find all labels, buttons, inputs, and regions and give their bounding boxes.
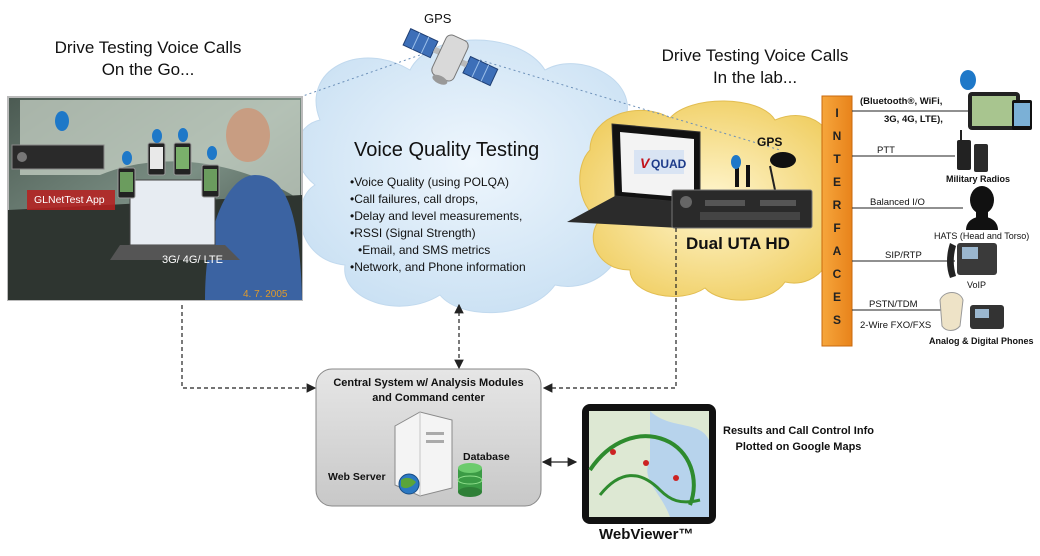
analog-phone-icon <box>939 292 964 331</box>
interfaces-letter: F <box>833 221 841 235</box>
voip-caption: VoIP <box>967 280 987 290</box>
interfaces-letter: R <box>832 198 842 212</box>
web-server-icon <box>394 411 453 497</box>
interface-label-wireless-1: (Bluetooth®, WiFi, <box>860 96 943 107</box>
central-system-title: Central System w/ Analysis Modules and C… <box>316 376 541 406</box>
voice-quality-title: Voice Quality Testing <box>354 139 540 161</box>
interface-label-ptt: PTT <box>877 145 895 156</box>
interfaces-letter: C <box>832 267 842 281</box>
central-title-line1: Central System w/ Analysis Modules <box>333 377 524 389</box>
gps-puck-icon <box>769 152 796 191</box>
voip-phone-icon <box>947 243 997 278</box>
interfaces-letter: E <box>832 175 841 189</box>
voice-quality-bullets: Voice Quality (using POLQA) Call failure… <box>350 174 526 276</box>
results-line1: Results and Call Control Info <box>723 425 874 437</box>
interface-label-sip: SIP/RTP <box>885 250 922 261</box>
gps-link-lab <box>479 59 781 151</box>
database-label: Database <box>463 451 510 463</box>
tablet-icon <box>968 92 1032 130</box>
digital-phone-icon <box>970 305 1004 329</box>
central-title-line2: and Command center <box>372 392 485 404</box>
interface-label-2wire: 2-Wire FXO/FXS <box>860 320 932 331</box>
right-heading-line2: In the lab... <box>712 68 798 87</box>
gps-link-car <box>299 54 421 98</box>
glnettest-app-label: GLNetTest App <box>34 194 105 206</box>
lab-gps-label: GPS <box>757 135 783 149</box>
interfaces-letter: A <box>832 244 842 258</box>
interface-label-pstn: PSTN/TDM <box>869 299 918 310</box>
webviewer-tablet <box>582 404 716 524</box>
dual-uta-device <box>671 155 813 229</box>
svg-text:V: V <box>640 155 651 171</box>
interfaces-letter: E <box>832 290 841 304</box>
webviewer-results-text: Results and Call Control Info Plotted on… <box>723 423 874 455</box>
left-heading-line1: Drive Testing Voice Calls <box>54 38 242 57</box>
bullet-item: Email, and SMS metrics <box>350 242 526 259</box>
bullet-item: Delay and level measurements, <box>350 208 526 225</box>
gps-label-top: GPS <box>424 11 452 26</box>
webviewer-label: WebViewer™ <box>599 526 694 543</box>
photo-date-stamp: 4. 7. 2005 <box>243 289 288 300</box>
bluetooth-icons-car <box>55 111 217 165</box>
left-heading: Drive Testing Voice Calls On the Go... <box>48 37 248 81</box>
interface-lines <box>852 110 968 311</box>
right-heading-line1: Drive Testing Voice Calls <box>661 46 849 65</box>
right-heading: Drive Testing Voice Calls In the lab... <box>655 45 855 89</box>
bullet-item: Voice Quality (using POLQA) <box>350 174 526 191</box>
military-radios-caption: Military Radios <box>946 174 1011 184</box>
database-icon <box>457 463 483 497</box>
dual-uta-label: Dual UTA HD <box>686 234 790 253</box>
vquad-logo: V QUAD <box>634 150 687 174</box>
left-heading-line2: On the Go... <box>101 60 195 79</box>
network-label: 3G/ 4G/ LTE <box>162 254 223 266</box>
vquad-text: QUAD <box>651 157 687 171</box>
bluetooth-icon-tablet <box>960 70 976 90</box>
hats-head-icon <box>966 186 998 230</box>
satellite-icon <box>402 27 499 87</box>
hats-caption: HATS (Head and Torso) <box>934 231 1030 241</box>
analog-digital-caption: Analog & Digital Phones <box>929 336 1034 346</box>
interfaces-letter: I <box>835 106 839 120</box>
interfaces-letter: T <box>833 152 841 166</box>
interfaces-letter: S <box>832 313 841 327</box>
web-server-label: Web Server <box>328 471 386 483</box>
interface-label-balanced: Balanced I/O <box>870 197 925 208</box>
results-line2: Plotted on Google Maps <box>735 441 862 453</box>
military-radio-icon <box>957 130 988 172</box>
interfaces-bar <box>821 95 853 347</box>
bullet-item: RSSI (Signal Strength) <box>350 225 526 242</box>
bullet-item: Call failures, call drops, <box>350 191 526 208</box>
dashed-connectors <box>181 228 677 393</box>
bullet-item: Network, and Phone information <box>350 259 525 276</box>
interfaces-letter: N <box>832 129 842 143</box>
interface-label-wireless-2: 3G, 4G, LTE), <box>884 114 943 125</box>
